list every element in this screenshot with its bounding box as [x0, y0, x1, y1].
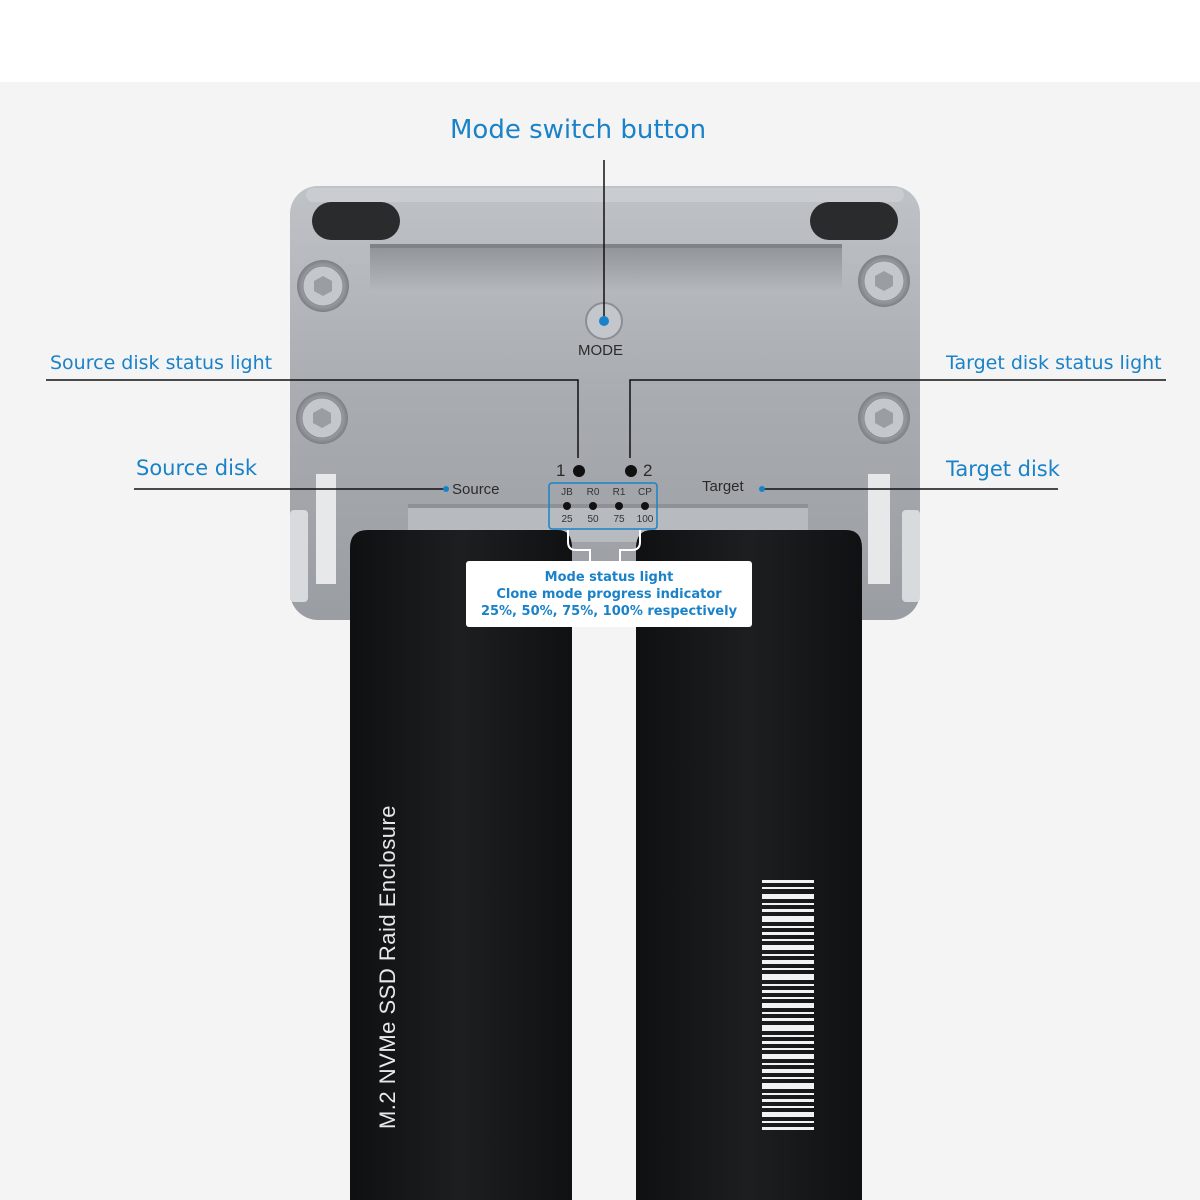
- screw-top-right-icon: [858, 255, 910, 307]
- target-status-light: [625, 465, 637, 477]
- target-label: Target: [702, 478, 744, 495]
- target-disk-status-light-callout: Target disk status light: [946, 352, 1162, 374]
- mode-status-note: Mode status light Clone mode progress in…: [466, 561, 752, 627]
- target-enclosure: [636, 530, 862, 1200]
- light-1-label: 1: [556, 461, 566, 480]
- source-enclosure: [350, 530, 572, 1200]
- led-mode-r0: R0: [586, 487, 600, 498]
- source-disk-callout: Source disk: [136, 456, 258, 480]
- mode-switch-button-callout: Mode switch button: [450, 115, 707, 145]
- note-line-2: Clone mode progress indicator: [496, 586, 722, 602]
- screw-top-left-icon: [297, 260, 349, 312]
- led-mode-r1: R1: [612, 487, 626, 498]
- leader-source-light: [46, 379, 579, 458]
- source-label: Source: [452, 481, 500, 498]
- led-mode-jb: JB: [561, 487, 573, 498]
- source-disk-status-light-callout: Source disk status light: [50, 352, 273, 374]
- barcode-icon: [762, 880, 814, 1130]
- mount-slot-right: [810, 202, 898, 240]
- screw-mid-left-icon: [296, 392, 348, 444]
- mode-led-frame: [548, 482, 658, 530]
- target-disk-callout: Target disk: [946, 457, 1060, 481]
- led-percent-50: 50: [587, 514, 599, 525]
- mount-slot-left: [312, 202, 400, 240]
- top-banner: [0, 0, 1200, 82]
- led-percent-75: 75: [613, 514, 625, 525]
- mode-label: MODE: [578, 342, 623, 359]
- led-percent-100: 100: [636, 514, 654, 525]
- source-status-light: [573, 465, 585, 477]
- light-2-label: 2: [643, 461, 653, 480]
- leader-target-light: [629, 379, 1166, 458]
- led-mode-cp: CP: [638, 487, 652, 498]
- enclosure-label: M.2 NVMe SSD Raid Enclosure: [375, 804, 400, 1130]
- note-line-1: Mode status light: [544, 569, 674, 585]
- led-percent-25: 25: [561, 514, 573, 525]
- note-bracket: [567, 530, 641, 565]
- screw-mid-right-icon: [858, 392, 910, 444]
- note-line-3: 25%, 50%, 75%, 100% respectively: [480, 603, 738, 619]
